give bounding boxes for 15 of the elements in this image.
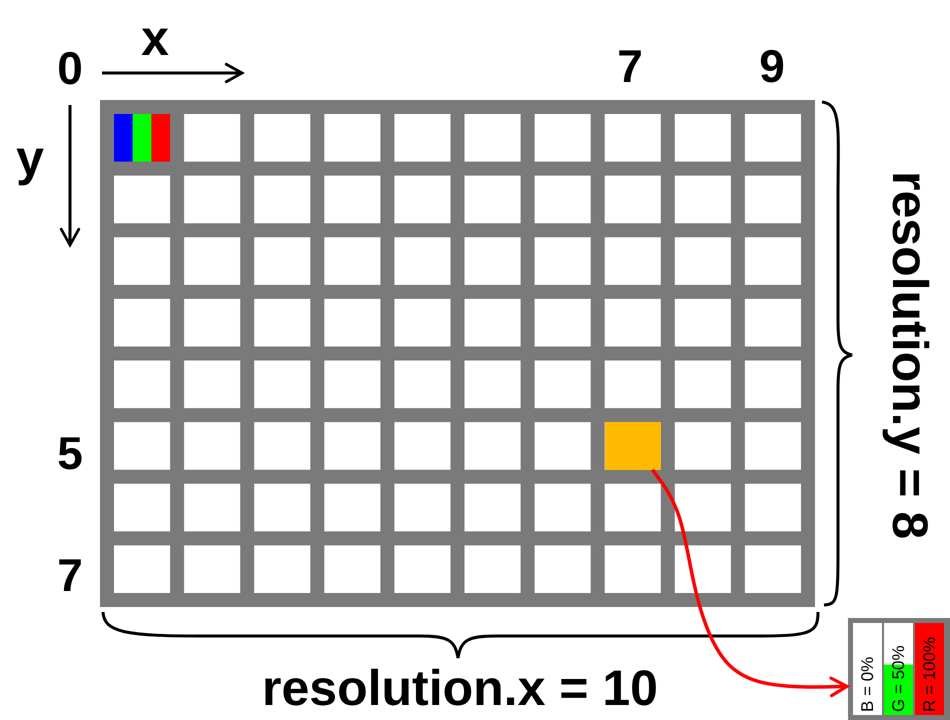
coordinate-number: 5 (57, 430, 83, 476)
coordinate-number: 0 (57, 45, 83, 91)
arrow (650, 468, 849, 698)
pixel-box (604, 422, 661, 470)
coordinate-number: 7 (57, 552, 83, 598)
coordinate-number: 7 (617, 43, 643, 89)
axis-label: x (141, 13, 169, 63)
dimension-label: resolution.x = 10 (262, 663, 658, 713)
channel-value: R = 100% (915, 623, 944, 715)
axis-label: y (16, 133, 44, 183)
pixel-value-panel (848, 618, 950, 720)
channel-value: B = 0% (853, 623, 882, 715)
dimension-label: resolution.y = 8 (885, 170, 935, 540)
channel-value: G = 50% (884, 623, 913, 715)
coordinate-number: 9 (759, 43, 785, 89)
